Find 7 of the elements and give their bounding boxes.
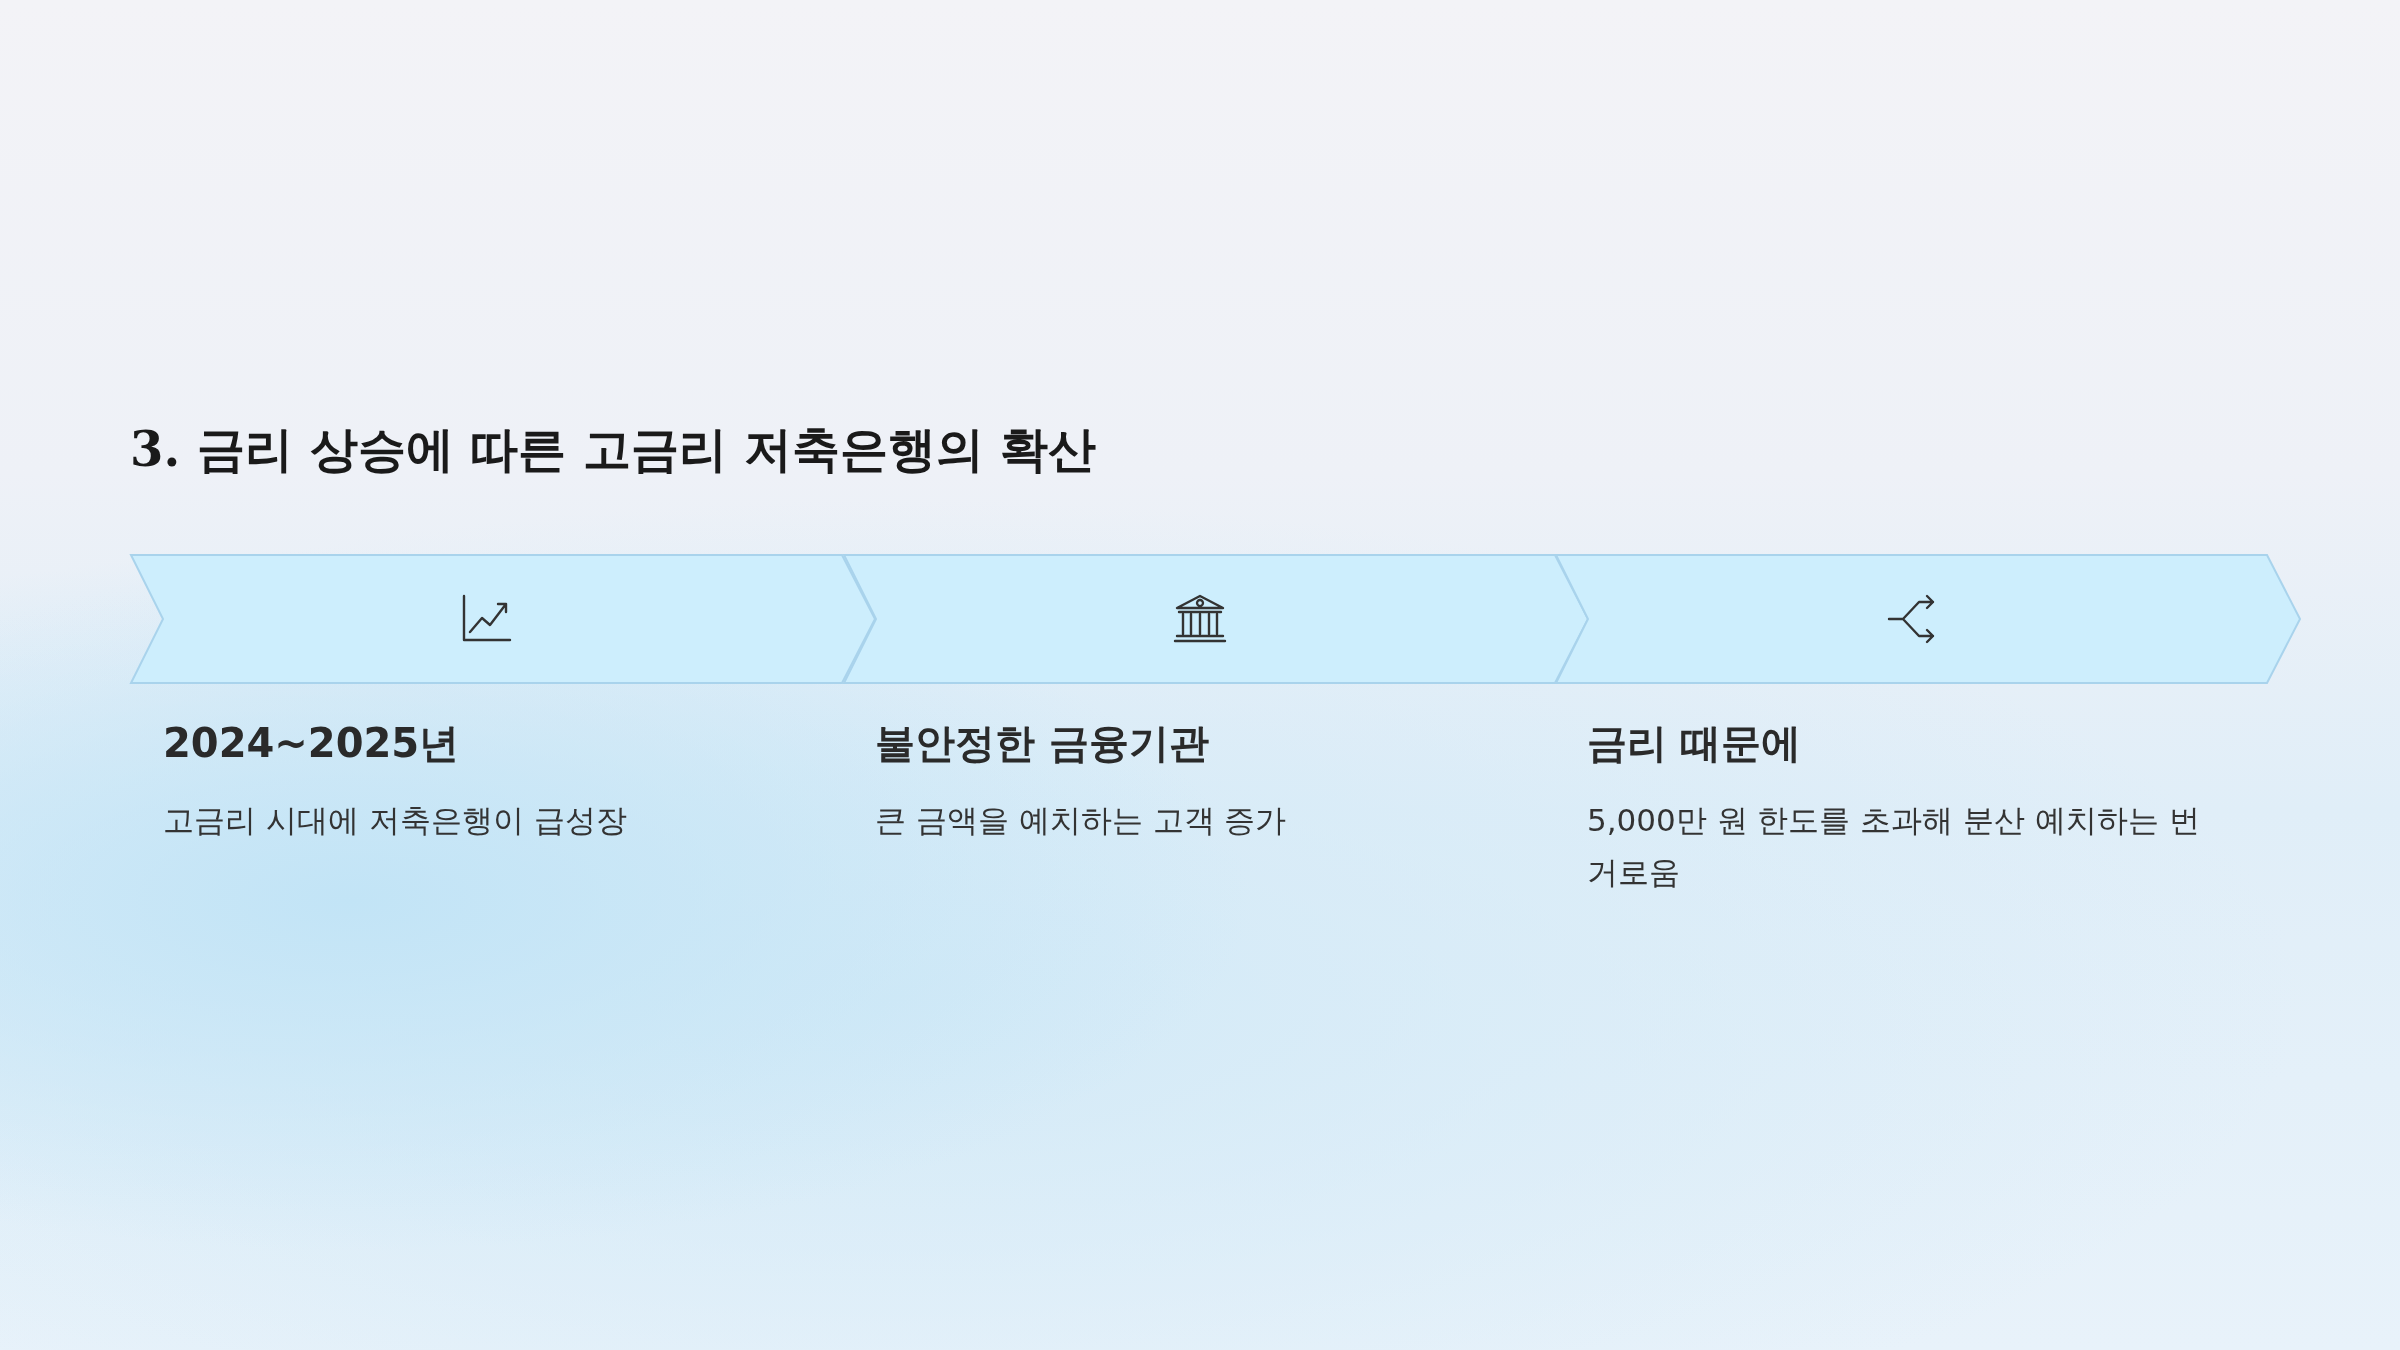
step-description: 고금리 시대에 저축은행이 급성장 xyxy=(163,801,628,840)
step-heading: 금리 때문에 xyxy=(1587,719,1801,768)
step-description: 큰 금액을 예치하는 고객 증가 xyxy=(875,801,1288,840)
step-heading: 2024~2025년 xyxy=(163,719,460,768)
step-description: 5,000만 원 한도를 초과해 분산 예치하는 번거로움 xyxy=(1587,801,2201,892)
step-heading: 불안정한 금융기관 xyxy=(875,719,1209,768)
slide-title: 3. 금리 상승에 따른 고금리 저축은행의 확산 xyxy=(130,420,1097,479)
